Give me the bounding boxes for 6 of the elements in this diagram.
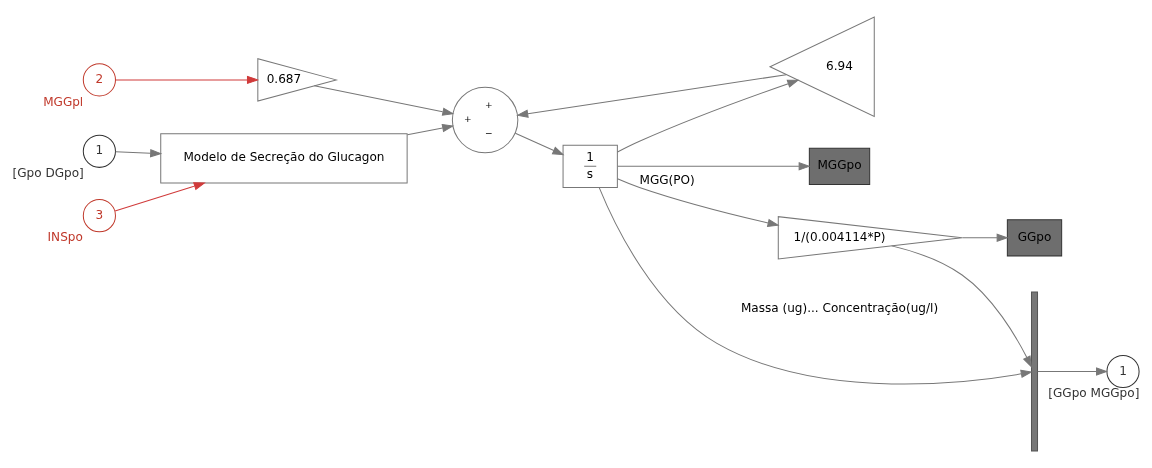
node-label: [GGpo MGGpo] (1048, 386, 1140, 401)
node-label: INSpo (47, 230, 83, 245)
node-label: [Gpo DGpo] (12, 166, 84, 181)
node-label: MGGpl (43, 94, 84, 109)
node-label: Massa (ug)... Concentração(ug/l) (740, 301, 939, 316)
edge-label: MGG(PO) (639, 173, 695, 188)
